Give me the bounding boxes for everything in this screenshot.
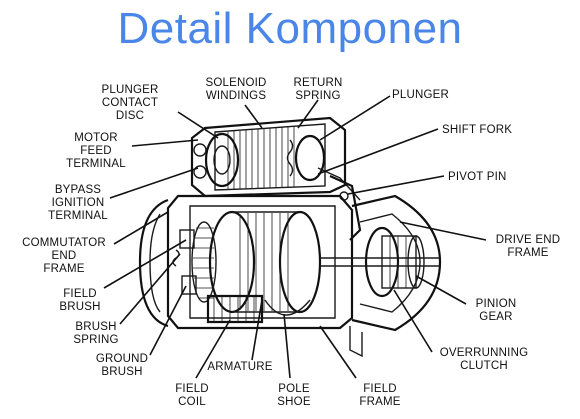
svg-text:BRUSH: BRUSH bbox=[75, 321, 116, 333]
starter-motor-illustration bbox=[138, 116, 442, 358]
svg-text:BRUSH: BRUSH bbox=[59, 301, 100, 313]
svg-text:GEAR: GEAR bbox=[479, 311, 512, 323]
label-armature: ARMATURE bbox=[207, 361, 272, 373]
label-overrunning-clutch: OVERRUNNING CLUTCH bbox=[440, 347, 528, 372]
label-plunger: PLUNGER bbox=[392, 89, 449, 101]
svg-text:SPRING: SPRING bbox=[295, 90, 340, 102]
svg-text:COMMUTATOR: COMMUTATOR bbox=[22, 237, 106, 249]
label-pivot-pin: PIVOT PIN bbox=[448, 171, 506, 183]
page-title: Detail Komponen bbox=[117, 4, 463, 53]
svg-text:SOLENOID: SOLENOID bbox=[205, 77, 266, 89]
label-brush-spring: BRUSH SPRING bbox=[73, 321, 118, 346]
label-return-spring: RETURN SPRING bbox=[293, 77, 342, 102]
label-drive-end-frame: DRIVE END FRAME bbox=[496, 234, 560, 259]
label-ground-brush: GROUND BRUSH bbox=[96, 353, 148, 378]
svg-text:SPRING: SPRING bbox=[73, 334, 118, 346]
svg-text:FEED: FEED bbox=[80, 145, 111, 157]
svg-text:WINDINGS: WINDINGS bbox=[206, 90, 267, 102]
label-plunger-contact-disc: PLUNGER CONTACT DISC bbox=[102, 84, 159, 122]
svg-text:BYPASS: BYPASS bbox=[55, 184, 101, 196]
svg-text:COIL: COIL bbox=[178, 396, 206, 408]
svg-text:FIELD: FIELD bbox=[363, 383, 397, 395]
svg-text:DISC: DISC bbox=[116, 110, 144, 122]
label-commutator-end-frame: COMMUTATOR END FRAME bbox=[22, 237, 106, 275]
svg-text:GROUND: GROUND bbox=[96, 353, 148, 365]
svg-text:IGNITION: IGNITION bbox=[52, 197, 105, 209]
label-bypass-ignition-terminal: BYPASS IGNITION TERMINAL bbox=[48, 184, 108, 222]
svg-text:END: END bbox=[52, 250, 77, 262]
svg-text:FIELD: FIELD bbox=[175, 383, 209, 395]
svg-text:CLUTCH: CLUTCH bbox=[460, 360, 508, 372]
label-solenoid-windings: SOLENOID WINDINGS bbox=[205, 77, 266, 102]
svg-text:PINION: PINION bbox=[476, 298, 517, 310]
label-field-coil: FIELD COIL bbox=[175, 383, 209, 408]
label-motor-feed-terminal: MOTOR FEED TERMINAL bbox=[66, 132, 126, 170]
svg-text:ARMATURE: ARMATURE bbox=[207, 361, 272, 373]
svg-text:PLUNGER: PLUNGER bbox=[102, 84, 159, 96]
label-shift-fork: SHIFT FORK bbox=[442, 124, 512, 136]
svg-text:PLUNGER: PLUNGER bbox=[392, 89, 449, 101]
svg-text:TERMINAL: TERMINAL bbox=[66, 158, 126, 170]
svg-text:RETURN: RETURN bbox=[293, 77, 342, 89]
svg-text:PIVOT PIN: PIVOT PIN bbox=[448, 171, 506, 183]
svg-text:SHIFT FORK: SHIFT FORK bbox=[442, 124, 512, 136]
label-pole-shoe: POLE SHOE bbox=[277, 383, 311, 408]
svg-text:TERMINAL: TERMINAL bbox=[48, 210, 108, 222]
svg-text:BRUSH: BRUSH bbox=[101, 366, 142, 378]
svg-text:FRAME: FRAME bbox=[507, 247, 548, 259]
svg-text:OVERRUNNING: OVERRUNNING bbox=[440, 347, 528, 359]
svg-text:FRAME: FRAME bbox=[359, 396, 400, 408]
svg-text:FIELD: FIELD bbox=[63, 288, 97, 300]
svg-text:POLE: POLE bbox=[278, 383, 310, 395]
svg-text:FRAME: FRAME bbox=[43, 263, 84, 275]
svg-text:SHOE: SHOE bbox=[277, 396, 311, 408]
svg-text:DRIVE END: DRIVE END bbox=[496, 234, 560, 246]
label-field-frame: FIELD FRAME bbox=[359, 383, 400, 408]
leader-lines bbox=[103, 95, 487, 379]
svg-text:CONTACT: CONTACT bbox=[102, 97, 158, 109]
svg-text:MOTOR: MOTOR bbox=[74, 132, 118, 144]
label-field-brush: FIELD BRUSH bbox=[59, 288, 100, 313]
label-pinion-gear: PINION GEAR bbox=[476, 298, 517, 323]
